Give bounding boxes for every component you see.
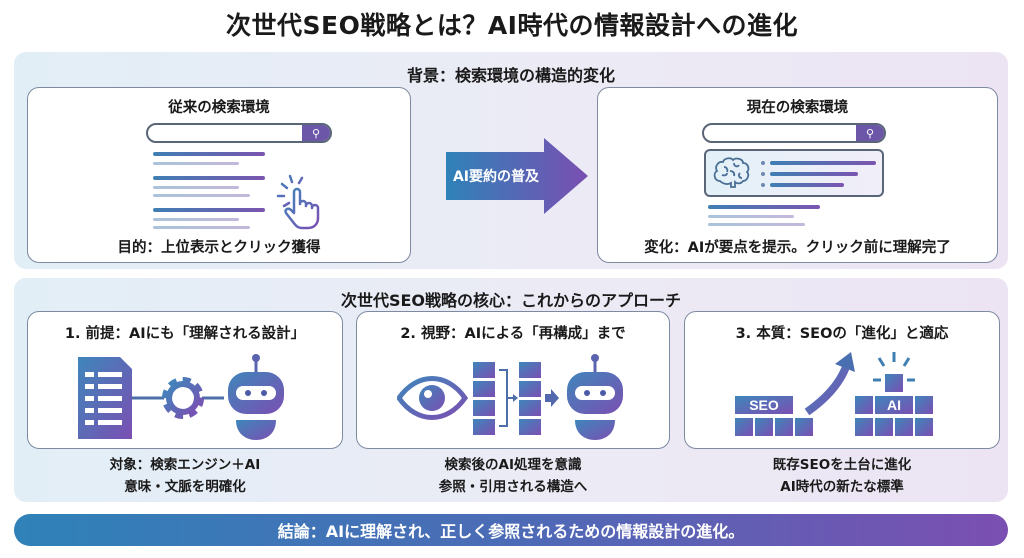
card-2-illustration	[397, 354, 623, 440]
core-card-3: 3. 本質：SEOの「進化」と適応 SEO AI	[684, 311, 1000, 449]
seo-badge: SEO	[749, 397, 779, 413]
arrow-label: AI要約の普及	[452, 169, 540, 185]
card-1-caption: 対象：検索エンジン＋AI 意味・文脈を明確化	[27, 454, 343, 498]
caption-line: 既存SEOを土台に進化	[772, 457, 912, 473]
card-2-caption: 検索後のAI処理を意識参照・引用される構造へ	[356, 454, 670, 498]
core-panel: 次世代SEO戦略の核心：これからのアプローチ 1. 前提：AIにも「理解される設…	[14, 278, 1008, 502]
after-title: 現在の検索環境	[746, 100, 849, 116]
page-title: 次世代SEO戦略とは？AI時代の情報設計への進化	[226, 11, 798, 40]
after-caption: 変化：AIが要点を提示。クリック前に理解完了	[644, 240, 951, 256]
transition-arrow	[446, 138, 588, 214]
search-icon: ⚲	[302, 125, 330, 141]
core-card-2: 2. 視野：AIによる「再構成」まで	[356, 311, 670, 449]
blocks-icon	[735, 374, 933, 436]
caption-line: 意味・文脈を明確化	[124, 479, 246, 495]
background-heading: 背景：検索環境の構造的変化	[406, 66, 615, 85]
caption-line: 検索後のAI処理を意識	[444, 457, 582, 473]
after-card: 現在の検索環境 ⚲ 変化：AIが要点を提示。クリック前に理解完了	[597, 87, 998, 263]
blocks-icon	[473, 362, 541, 435]
search-bar: ⚲	[146, 123, 332, 143]
pointer-hand-icon	[276, 174, 320, 230]
robot-icon	[567, 354, 623, 440]
robot-icon	[228, 354, 284, 440]
before-title: 従来の検索環境	[168, 100, 270, 116]
brain-icon	[713, 157, 750, 188]
card-3-illustration: SEO AI	[735, 352, 933, 436]
ai-badge: AI	[887, 397, 901, 413]
card-3-caption: 既存SEOを土台に進化 AI時代の新たな標準	[684, 454, 1000, 498]
background-panel: 背景：検索環境の構造的変化 従来の検索環境 ⚲ 目的：上位表示とクリック獲得 A…	[14, 52, 1008, 269]
search-bar: ⚲	[702, 123, 886, 143]
card-title: 2. 視野：AIによる「再構成」まで	[400, 326, 626, 342]
gear-icon	[162, 377, 204, 419]
conclusion-banner: 結論：AIに理解され、正しく参照されるための情報設計の進化。	[14, 514, 1008, 546]
core-heading: 次世代SEO戦略の核心：これからのアプローチ	[340, 291, 682, 310]
up-arrow-icon	[804, 362, 851, 416]
caption-line: AI時代の新たな標準	[780, 479, 904, 495]
caption-line: 対象：検索エンジン＋AI	[109, 457, 261, 473]
eye-icon	[397, 376, 469, 420]
core-card-1: 1. 前提：AIにも「理解される設計」	[27, 311, 343, 449]
document-icon	[78, 357, 132, 439]
card-title: 3. 本質：SEOの「進化」と適応	[735, 326, 949, 342]
card-1-illustration	[78, 354, 284, 440]
before-card: 従来の検索環境 ⚲ 目的：上位表示とクリック獲得	[27, 87, 411, 263]
before-caption: 目的：上位表示とクリック獲得	[117, 240, 321, 256]
card-title: 1. 前提：AIにも「理解される設計」	[64, 326, 306, 342]
ai-summary-box	[704, 149, 884, 197]
caption-line: 参照・引用される構造へ	[438, 479, 588, 495]
search-icon: ⚲	[856, 125, 884, 141]
